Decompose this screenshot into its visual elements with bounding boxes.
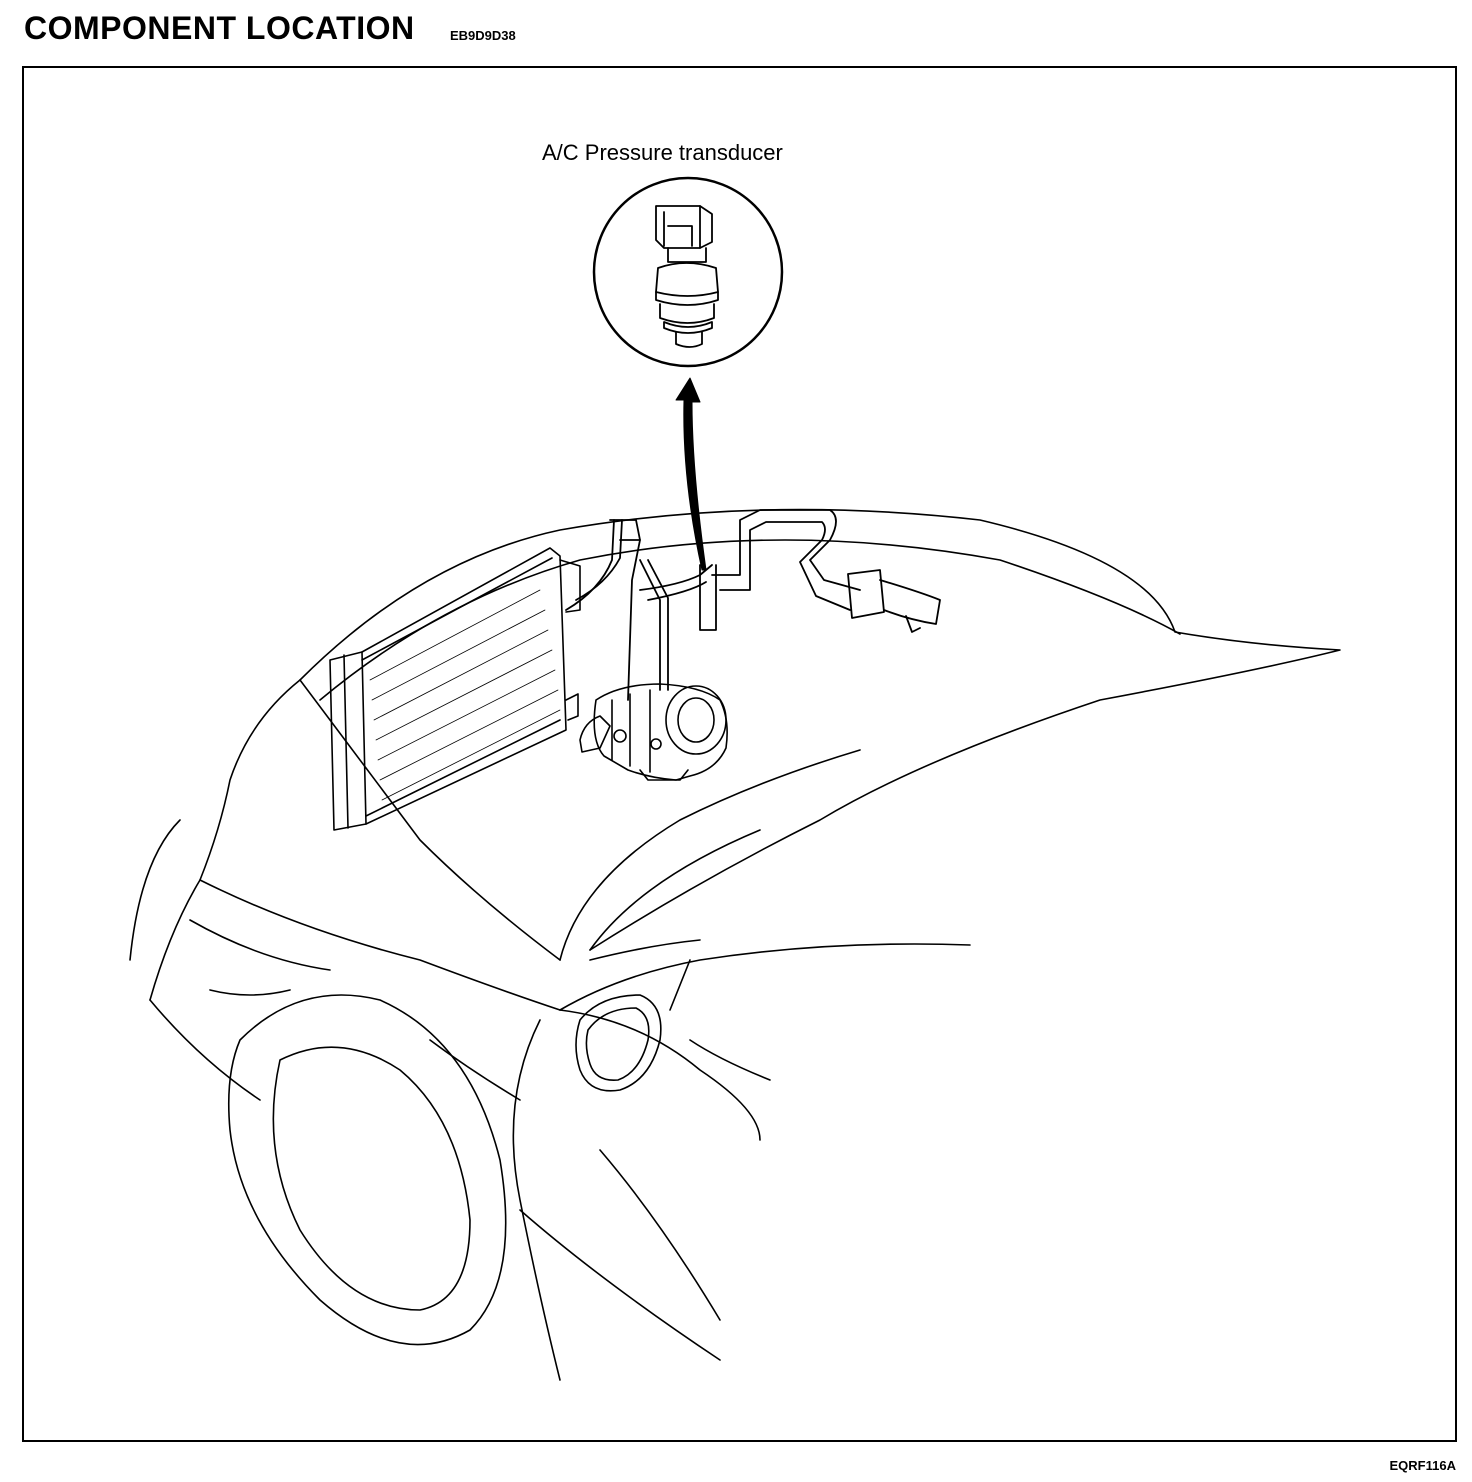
page-title: COMPONENT LOCATION bbox=[24, 10, 415, 46]
illustration-frame bbox=[22, 66, 1457, 1442]
condenser bbox=[329, 547, 581, 831]
section-code: EB9D9D38 bbox=[450, 28, 516, 43]
front-wheel bbox=[209, 989, 507, 1346]
vehicle-outline bbox=[129, 508, 1341, 1381]
callout-arrow bbox=[675, 377, 707, 571]
compressor bbox=[579, 683, 728, 781]
figure-code: EQRF116A bbox=[1390, 1458, 1457, 1473]
pressure-transducer-icon bbox=[655, 205, 719, 348]
callout-label: A/C Pressure transducer bbox=[542, 140, 783, 165]
refrigerant-lines bbox=[565, 509, 941, 701]
pressure-transducer-callout bbox=[592, 176, 784, 368]
